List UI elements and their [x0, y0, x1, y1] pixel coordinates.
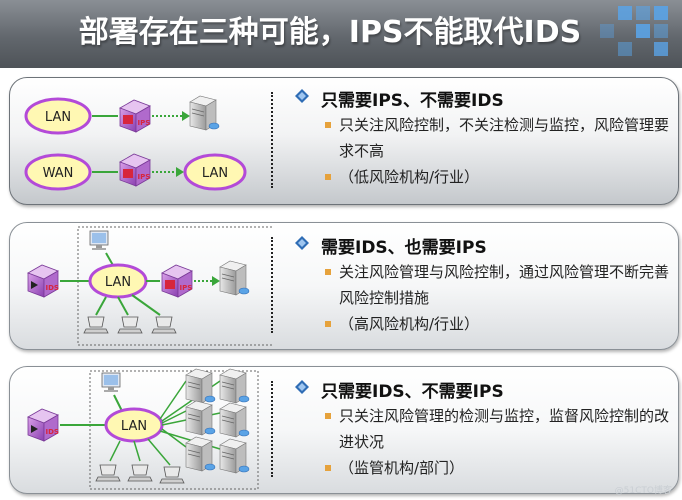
- diamond-bullet-icon: [295, 89, 309, 103]
- panel-heading: 需要IDS、也需要IPS: [295, 233, 675, 259]
- laptop-icon: [151, 316, 177, 334]
- server-icon: [185, 368, 216, 404]
- laptop-icon: [95, 464, 121, 482]
- arrow-head: [176, 167, 184, 177]
- monitor-icon: [101, 372, 121, 393]
- ips-device-icon: [119, 99, 151, 133]
- square-bullet-icon: [325, 413, 331, 419]
- panel-heading-text: 只需要IPS、不需要IDS: [321, 91, 504, 111]
- cloud-label: LAN: [121, 419, 147, 434]
- bullet-item: 只关注风险控制，不关注检测与监控，风险管理要求不高: [295, 112, 675, 164]
- arrow-head: [182, 111, 190, 121]
- diamond-bullet-icon: [295, 380, 309, 394]
- diagram-ids-only: LAN: [27, 368, 259, 490]
- link-line: [117, 296, 129, 316]
- bullet-text: （低风险机构/行业）: [339, 168, 480, 186]
- link-line: [131, 294, 161, 316]
- square-bullet-icon: [325, 122, 331, 128]
- points: 需要IDS、也需要IPS 关注风险管理与风险控制，通过风险管理不断完善风险控制措…: [295, 233, 675, 337]
- ids-device-icon: [27, 264, 60, 298]
- lan-cloud: [24, 97, 92, 135]
- lan-cloud: [183, 153, 247, 191]
- arrow-head: [212, 276, 220, 286]
- server-icon: [189, 95, 220, 131]
- square-bullet-icon: [325, 269, 331, 275]
- panel-heading-text: 需要IDS、也需要IPS: [321, 238, 487, 258]
- ips-device-icon: [119, 153, 151, 187]
- server-icon: [219, 260, 250, 296]
- server-icon: [219, 402, 250, 438]
- bullet-item: （低风险机构/行业）: [295, 164, 675, 190]
- points: 只需要IDS、不需要IPS 只关注风险管理的检测与监控，监督风险控制的改进状况 …: [295, 377, 675, 481]
- panel-heading-text: 只需要IDS、不需要IPS: [321, 382, 504, 402]
- watermark: @51CTO博客: [614, 486, 672, 496]
- panel-ids-and-ips: LAN 需要IDS、也需要IPS 关注风险管理与风险控制，通过风险管理不断完善风…: [9, 222, 679, 350]
- square-bullet-icon: [325, 174, 331, 180]
- link-line: [95, 296, 107, 316]
- bullet-item: （监管机构/部门）: [295, 455, 675, 481]
- cloud-label: LAN: [105, 275, 131, 290]
- wan-cloud: [24, 153, 92, 191]
- link-line: [133, 440, 141, 462]
- link-line: [161, 428, 187, 448]
- monitored-zone: [89, 370, 259, 490]
- server-icon: [219, 438, 250, 474]
- laptop-icon: [117, 316, 143, 334]
- link-line: [159, 380, 187, 420]
- bullet-item: 关注风险管理与风险控制，通过风险管理不断完善风险控制措施: [295, 259, 675, 311]
- diamond-bullet-icon: [295, 236, 309, 250]
- divider: [271, 237, 273, 333]
- title-bar: 部署存在三种可能，IPS不能取代IDS: [0, 0, 682, 68]
- bullet-item: （高风险机构/行业）: [295, 311, 675, 337]
- laptop-icon: [83, 316, 109, 334]
- bullet-item: 只关注风险管理的检测与监控，监督风险控制的改进状况: [295, 403, 675, 455]
- points: 只需要IPS、不需要IDS 只关注风险控制，不关注检测与监控，风险管理要求不高 …: [295, 86, 675, 190]
- server-icon: [185, 400, 216, 436]
- server-icon: [219, 368, 250, 404]
- cloud-label: LAN: [202, 166, 228, 181]
- ips-device-icon: [161, 264, 193, 298]
- link-line: [147, 438, 171, 466]
- laptop-icon: [159, 466, 185, 484]
- link-line: [113, 394, 123, 412]
- server-icon: [185, 436, 216, 472]
- slide-title: 部署存在三种可能，IPS不能取代IDS: [78, 15, 582, 50]
- monitored-zone: [77, 226, 272, 346]
- bullet-text: （监管机构/部门）: [339, 459, 465, 477]
- bullet-text: 关注风险管理与风险控制，通过风险管理不断完善风险控制措施: [339, 263, 670, 307]
- panel-ids-only: LAN 只需要IDS、不需要IPS 只关注风险管理的检测与监控，监督风险控制的改…: [9, 366, 679, 494]
- diagram-ids-and-ips: LAN: [27, 226, 272, 346]
- link-line: [109, 440, 121, 462]
- bullet-text: （高风险机构/行业）: [339, 315, 480, 333]
- cloud-label: LAN: [45, 110, 71, 125]
- panel-heading: 只需要IPS、不需要IDS: [295, 86, 675, 112]
- bullet-text: 只关注风险控制，不关注检测与监控，风险管理要求不高: [339, 116, 670, 160]
- ids-device-icon: [27, 408, 60, 442]
- link-line: [161, 410, 187, 424]
- laptop-icon: [127, 464, 153, 482]
- cloud-label: WAN: [43, 166, 74, 181]
- title-decoration: [552, 0, 682, 68]
- bullet-text: 只关注风险管理的检测与监控，监督风险控制的改进状况: [339, 407, 670, 451]
- diagram-ips-only: LAN WAN LAN: [24, 95, 247, 191]
- panel-ips-only: LAN WAN LAN 只需要IPS、不需要IDS 只关注风险控制，不关注检测与…: [9, 77, 679, 205]
- divider: [271, 92, 273, 188]
- monitor-icon: [89, 230, 109, 251]
- panel-heading: 只需要IDS、不需要IPS: [295, 377, 675, 403]
- square-bullet-icon: [325, 465, 331, 471]
- divider: [271, 381, 273, 477]
- square-bullet-icon: [325, 321, 331, 327]
